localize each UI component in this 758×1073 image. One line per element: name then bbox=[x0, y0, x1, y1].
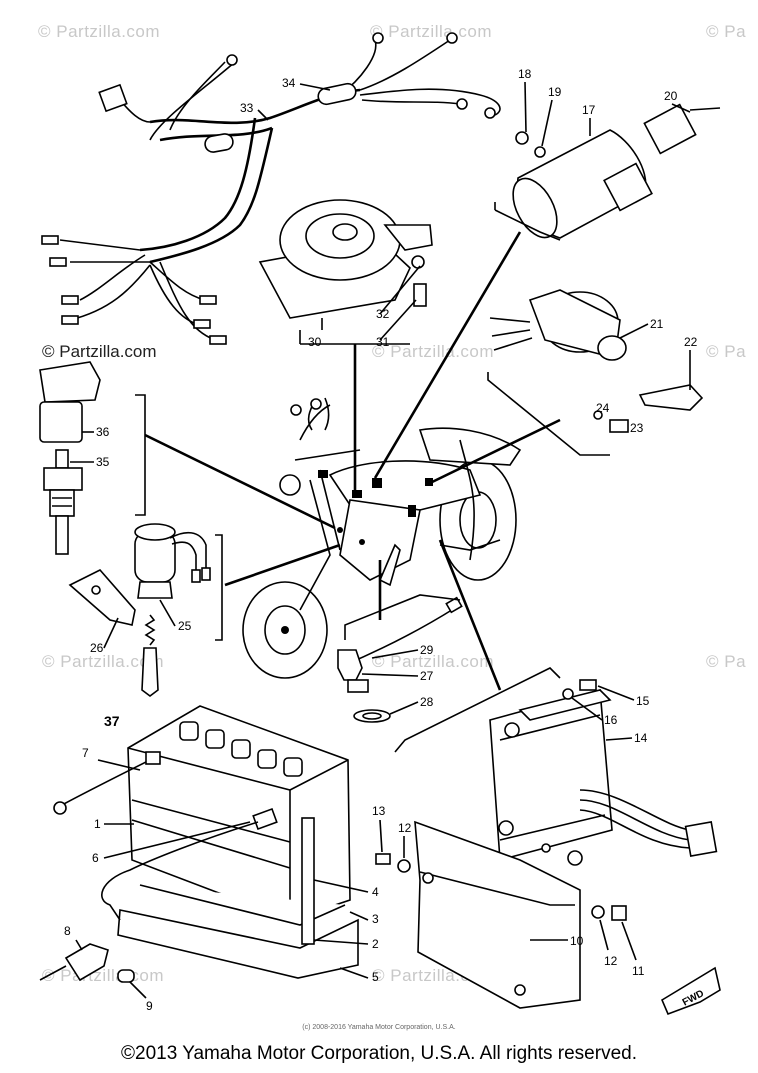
condenser bbox=[68, 523, 211, 697]
battery bbox=[39, 705, 359, 983]
horn bbox=[258, 199, 433, 319]
callout-5: 5 bbox=[372, 970, 379, 984]
watermark: © Partzilla.com bbox=[372, 342, 495, 361]
callout-34: 34 bbox=[282, 76, 296, 90]
callout-8: 8 bbox=[64, 924, 71, 938]
callout-22: 22 bbox=[684, 335, 698, 349]
callout-3: 3 bbox=[372, 912, 379, 926]
fwd-badge: FWD bbox=[660, 966, 721, 1016]
callout-1: 1 bbox=[94, 817, 101, 831]
callout-leaders bbox=[70, 81, 691, 999]
leader-lines bbox=[144, 231, 561, 691]
watermark: © Pa bbox=[706, 342, 747, 361]
callout-33: 33 bbox=[240, 101, 254, 115]
callout-9: 9 bbox=[146, 999, 153, 1013]
callout-7: 7 bbox=[82, 746, 89, 760]
regulator bbox=[489, 679, 718, 866]
callout-16: 16 bbox=[604, 713, 618, 727]
spark-plug bbox=[39, 361, 101, 555]
small-copyright: (c) 2008-2016 Yamaha Motor Corporation, … bbox=[302, 1024, 456, 1031]
callout-12: 12 bbox=[398, 821, 412, 835]
callout-4: 4 bbox=[372, 885, 379, 899]
callout-31: 31 bbox=[376, 335, 390, 349]
callout-17: 17 bbox=[582, 103, 596, 117]
callout-26: 26 bbox=[90, 641, 104, 655]
callout-15: 15 bbox=[636, 694, 650, 708]
ignition-switch bbox=[489, 289, 704, 433]
callout-2: 2 bbox=[372, 937, 379, 951]
callout-25: 25 bbox=[178, 619, 192, 633]
callout-36: 36 bbox=[96, 425, 110, 439]
callout-29: 29 bbox=[420, 643, 434, 657]
callout-27: 27 bbox=[420, 669, 434, 683]
callout-19: 19 bbox=[548, 85, 562, 99]
watermark: © Partzilla.com bbox=[372, 652, 495, 671]
callout-20: 20 bbox=[664, 89, 678, 103]
callout-10: 10 bbox=[570, 934, 584, 948]
watermark: © Pa bbox=[706, 22, 747, 41]
motorcycle bbox=[242, 397, 522, 679]
callout-6: 6 bbox=[92, 851, 99, 865]
battery-bracket bbox=[375, 820, 627, 1009]
callout-12b: 12 bbox=[604, 954, 618, 968]
callout-32: 32 bbox=[376, 307, 390, 321]
neutral-switch bbox=[337, 596, 463, 723]
callout-35: 35 bbox=[96, 455, 110, 469]
callout-11: 11 bbox=[632, 964, 645, 978]
watermark: © Partzilla.com bbox=[370, 22, 493, 41]
callouts: 1 2 3 4 5 6 7 8 9 10 11 12 12 13 14 15 1… bbox=[64, 67, 698, 1013]
watermark: © Partzilla.com bbox=[38, 22, 161, 41]
callout-28: 28 bbox=[420, 695, 434, 709]
watermark: © Partzilla.com bbox=[42, 342, 157, 361]
copyright-notice: ©2013 Yamaha Motor Corporation, U.S.A. A… bbox=[121, 1043, 637, 1064]
wire-harness bbox=[41, 32, 501, 345]
callout-14: 14 bbox=[634, 731, 648, 745]
callout-30: 30 bbox=[308, 335, 322, 349]
callout-23: 23 bbox=[630, 421, 644, 435]
callout-24: 24 bbox=[596, 401, 610, 415]
callout-37: 37 bbox=[104, 713, 120, 729]
starter-motor bbox=[512, 103, 721, 239]
watermark: © Partzilla.com bbox=[42, 652, 165, 671]
callout-21: 21 bbox=[650, 317, 664, 331]
watermark: © Pa bbox=[706, 652, 747, 671]
callout-13: 13 bbox=[372, 804, 386, 818]
callout-18: 18 bbox=[518, 67, 532, 81]
